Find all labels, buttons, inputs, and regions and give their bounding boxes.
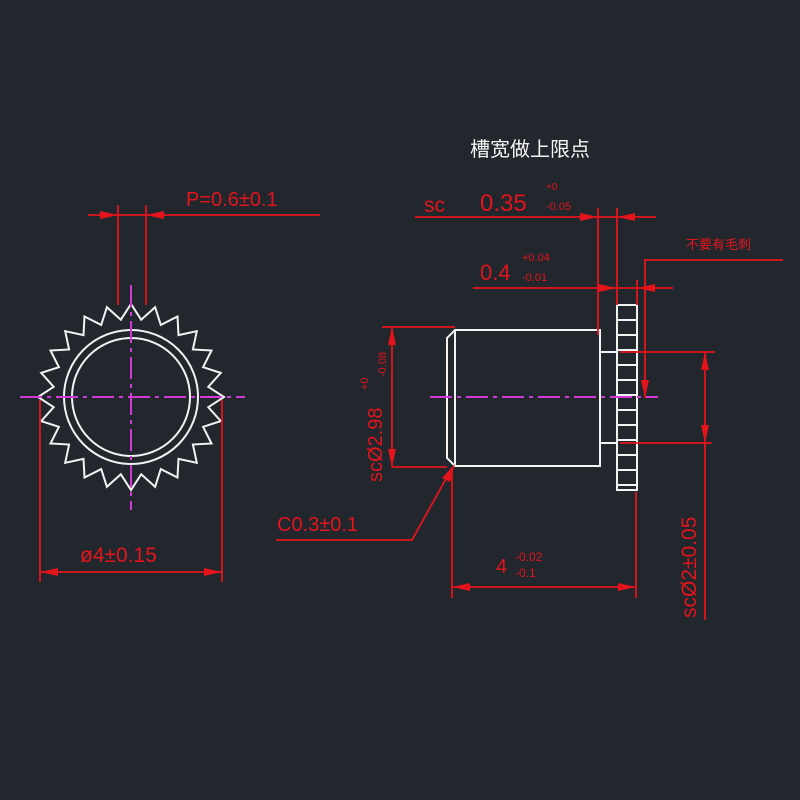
length-label: 4 <box>496 556 507 578</box>
chamfer-callout: C0.3±0.1 <box>276 464 455 541</box>
slot-lower-tol: -0.05 <box>546 201 571 213</box>
arrow-icon <box>701 352 709 370</box>
arrow-icon <box>701 425 709 443</box>
length-upper-tol: -0.02 <box>515 550 543 564</box>
side-view <box>430 304 658 491</box>
arrow-icon <box>618 583 636 591</box>
slot-upper-tol: +0 <box>546 182 558 193</box>
length-dimension: 4 -0.02 -0.1 <box>451 470 637 598</box>
drawing-title: 槽宽做上限点 <box>470 137 590 161</box>
arrow-icon <box>388 327 396 345</box>
chamfer-label: C0.3±0.1 <box>277 514 358 536</box>
arrow-icon <box>388 449 396 467</box>
flange-width-label: 0.4 <box>480 260 511 285</box>
body-diameter-dimension: scØ2.98 +0 -0.08 <box>359 326 455 482</box>
arrow-icon <box>40 568 58 576</box>
slot-prefix: sc <box>424 194 445 217</box>
arrow-icon <box>146 211 164 219</box>
no-burr-label: 不要有毛刺 <box>686 237 751 252</box>
flange-upper-tol: +0.04 <box>522 252 550 264</box>
pitch-dimension: P=0.6±0.1 <box>88 189 320 305</box>
neck-diameter-dimension: scØ2±0.05 <box>620 351 715 620</box>
arrow-icon <box>617 213 635 221</box>
arrow-icon <box>599 284 617 292</box>
body-diameter-label: scØ2.98 <box>365 408 387 482</box>
arrow-icon <box>204 568 222 576</box>
knurl-lines <box>617 319 637 486</box>
leader-line <box>644 259 783 398</box>
arrow-icon <box>442 464 455 482</box>
arrow-icon <box>452 583 470 591</box>
arrow-icon <box>580 213 598 221</box>
neck-diameter-label: scØ2±0.05 <box>678 517 701 618</box>
body-upper-tol: +0 <box>359 377 371 390</box>
flange-width-dimension: 0.4 +0.04 -0.01 <box>473 252 673 305</box>
slot-width-dimension: sc 0.35 +0 -0.05 <box>415 182 656 335</box>
arrow-icon <box>637 284 655 292</box>
end-view <box>20 285 245 510</box>
flange-lower-tol: -0.01 <box>522 272 547 284</box>
length-lower-tol: -0.1 <box>515 566 536 580</box>
slot-width-label: 0.35 <box>480 190 527 217</box>
arrow-icon <box>641 380 649 398</box>
body-lower-tol: -0.08 <box>377 352 389 377</box>
outer-diameter-dimension: ø4±0.15 <box>39 400 223 582</box>
outer-diameter-label: ø4±0.15 <box>80 544 157 567</box>
leader-line <box>276 467 453 541</box>
no-burr-note: 不要有毛刺 <box>641 237 783 398</box>
arrow-icon <box>100 211 118 219</box>
pitch-label: P=0.6±0.1 <box>186 189 278 211</box>
